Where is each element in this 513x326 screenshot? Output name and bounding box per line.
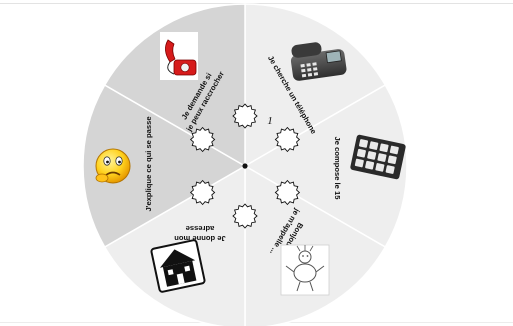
keypad-key — [358, 139, 369, 148]
worried-smiley-icon — [95, 148, 131, 184]
keypad-key — [365, 160, 375, 170]
answer-slot-compose[interactable] — [232, 103, 258, 129]
house-icon — [150, 239, 206, 293]
keypad-key — [387, 155, 397, 165]
keypad-icon — [350, 134, 406, 180]
answer-slot-adresse[interactable] — [274, 179, 301, 206]
sector-label-compose: Je compose le 15 — [333, 137, 342, 201]
answer-slot-telephone[interactable] — [189, 126, 216, 153]
keypad-key — [369, 141, 379, 150]
keypad-key — [379, 143, 389, 153]
step-number-1: 1 — [267, 115, 273, 127]
wheel-sector-compose — [243, 83, 408, 249]
answer-slot-raccrocher[interactable] — [189, 179, 216, 206]
child-drawing-icon — [280, 244, 330, 296]
wheel-center-dot — [242, 163, 248, 169]
keypad-key — [356, 148, 366, 158]
answer-slot-explique[interactable] — [232, 203, 258, 229]
desk-phone-icon — [290, 42, 347, 81]
sector-label-adresse-line2: adresse — [186, 224, 215, 233]
wheel-sector-explique — [82, 83, 247, 249]
answer-slot-bonjour[interactable] — [274, 126, 301, 153]
keypad-key — [385, 165, 395, 174]
wheel-sector-telephone — [244, 3, 387, 168]
keypad-key — [375, 163, 385, 172]
red-phone-icon — [160, 32, 198, 80]
sector-label-explique: J'explique ce qui se passe — [144, 116, 153, 211]
sector-label-adresse-line1: Je donne mon — [174, 234, 226, 243]
keypad-key — [354, 158, 364, 168]
keypad-key — [367, 151, 377, 160]
top-divider-line — [0, 3, 513, 4]
keypad-key — [389, 145, 399, 155]
wheel-sector-raccrocher — [103, 3, 246, 168]
keypad-key — [377, 153, 387, 162]
